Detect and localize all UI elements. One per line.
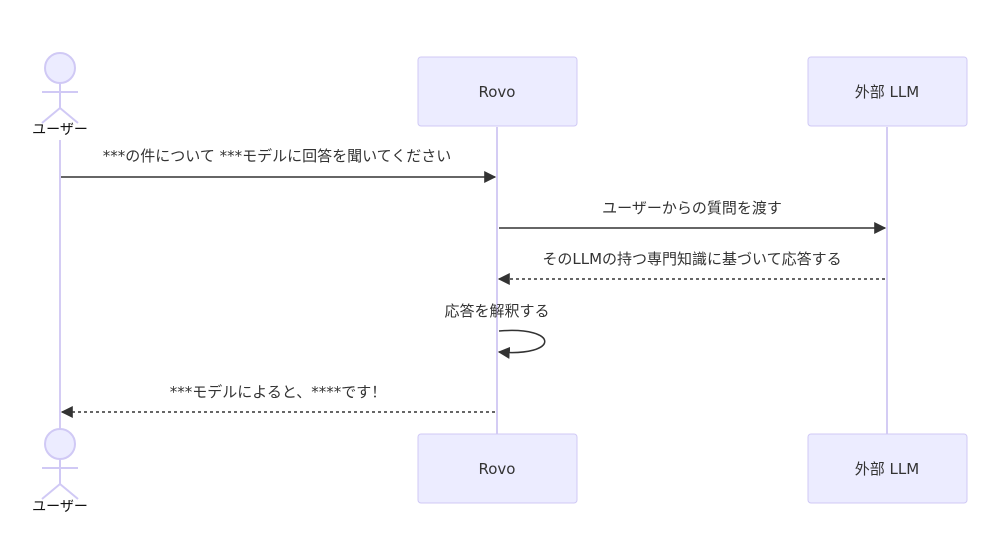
participant-box bbox=[417, 56, 578, 127]
actor-head bbox=[44, 428, 76, 460]
message-arrow-4 bbox=[497, 329, 546, 359]
participant-rovo-top: Rovo bbox=[417, 56, 578, 127]
participant-box bbox=[807, 56, 968, 127]
participant-label-llm-bottom: 外部 LLM bbox=[855, 460, 919, 478]
participant-box bbox=[417, 433, 578, 504]
actor-label-user-top: ユーザー bbox=[32, 122, 88, 138]
actor-legs bbox=[41, 482, 79, 500]
actor-head bbox=[44, 52, 76, 84]
actor-user-top: ユーザー bbox=[32, 52, 88, 138]
participant-llm-bottom: 外部 LLM bbox=[807, 433, 968, 504]
actor-label-user-bottom: ユーザー bbox=[32, 499, 88, 515]
participant-label-rovo-top: Rovo bbox=[479, 83, 516, 101]
actor-user-bottom: ユーザー bbox=[32, 428, 88, 515]
participant-llm-top: 外部 LLM bbox=[807, 56, 968, 127]
message-label-2: ユーザーからの質問を渡す bbox=[602, 199, 782, 217]
actor-legs bbox=[41, 106, 79, 124]
message-label-5: ***モデルによると、****です！ bbox=[170, 383, 386, 401]
participant-rovo-bottom: Rovo bbox=[417, 433, 578, 504]
participant-label-llm-top: 外部 LLM bbox=[855, 83, 919, 101]
participant-label-rovo-bottom: Rovo bbox=[479, 460, 516, 478]
message-label-4: 応答を解釈する bbox=[444, 302, 549, 320]
participant-box bbox=[807, 433, 968, 504]
message-label-1: ***の件について ***モデルに回答を聞いてください bbox=[103, 147, 451, 165]
message-label-3: そのLLMの持つ専門知識に基づいて応答する bbox=[542, 250, 841, 268]
